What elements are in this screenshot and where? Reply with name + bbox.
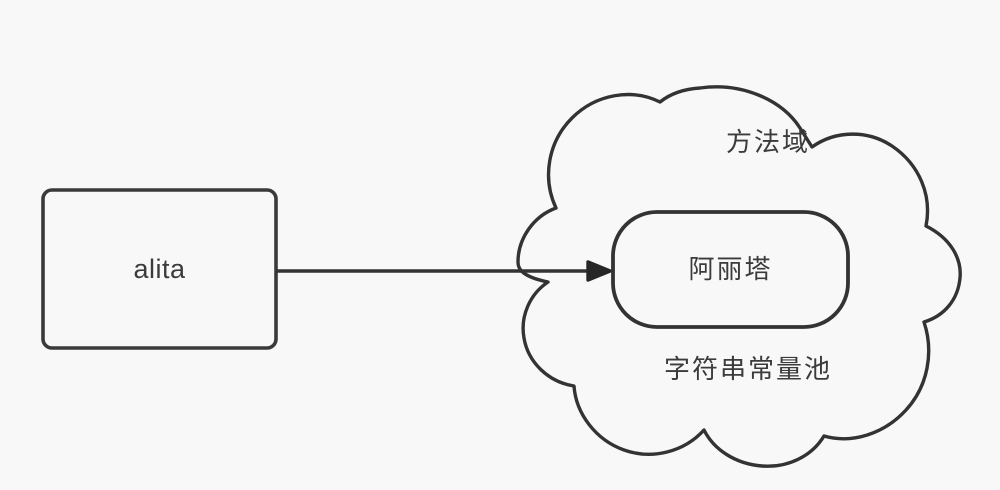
method-area-label: 方法域 [725,128,810,158]
string-constant-pool-label: 字符串常量池 [663,355,832,385]
variable-box-label: alita [133,253,186,284]
reference-arrow-head [586,260,612,282]
interned-string-shape [611,210,850,329]
interned-string-label: 阿丽塔 [688,254,773,285]
variable-box-shape [41,188,278,350]
